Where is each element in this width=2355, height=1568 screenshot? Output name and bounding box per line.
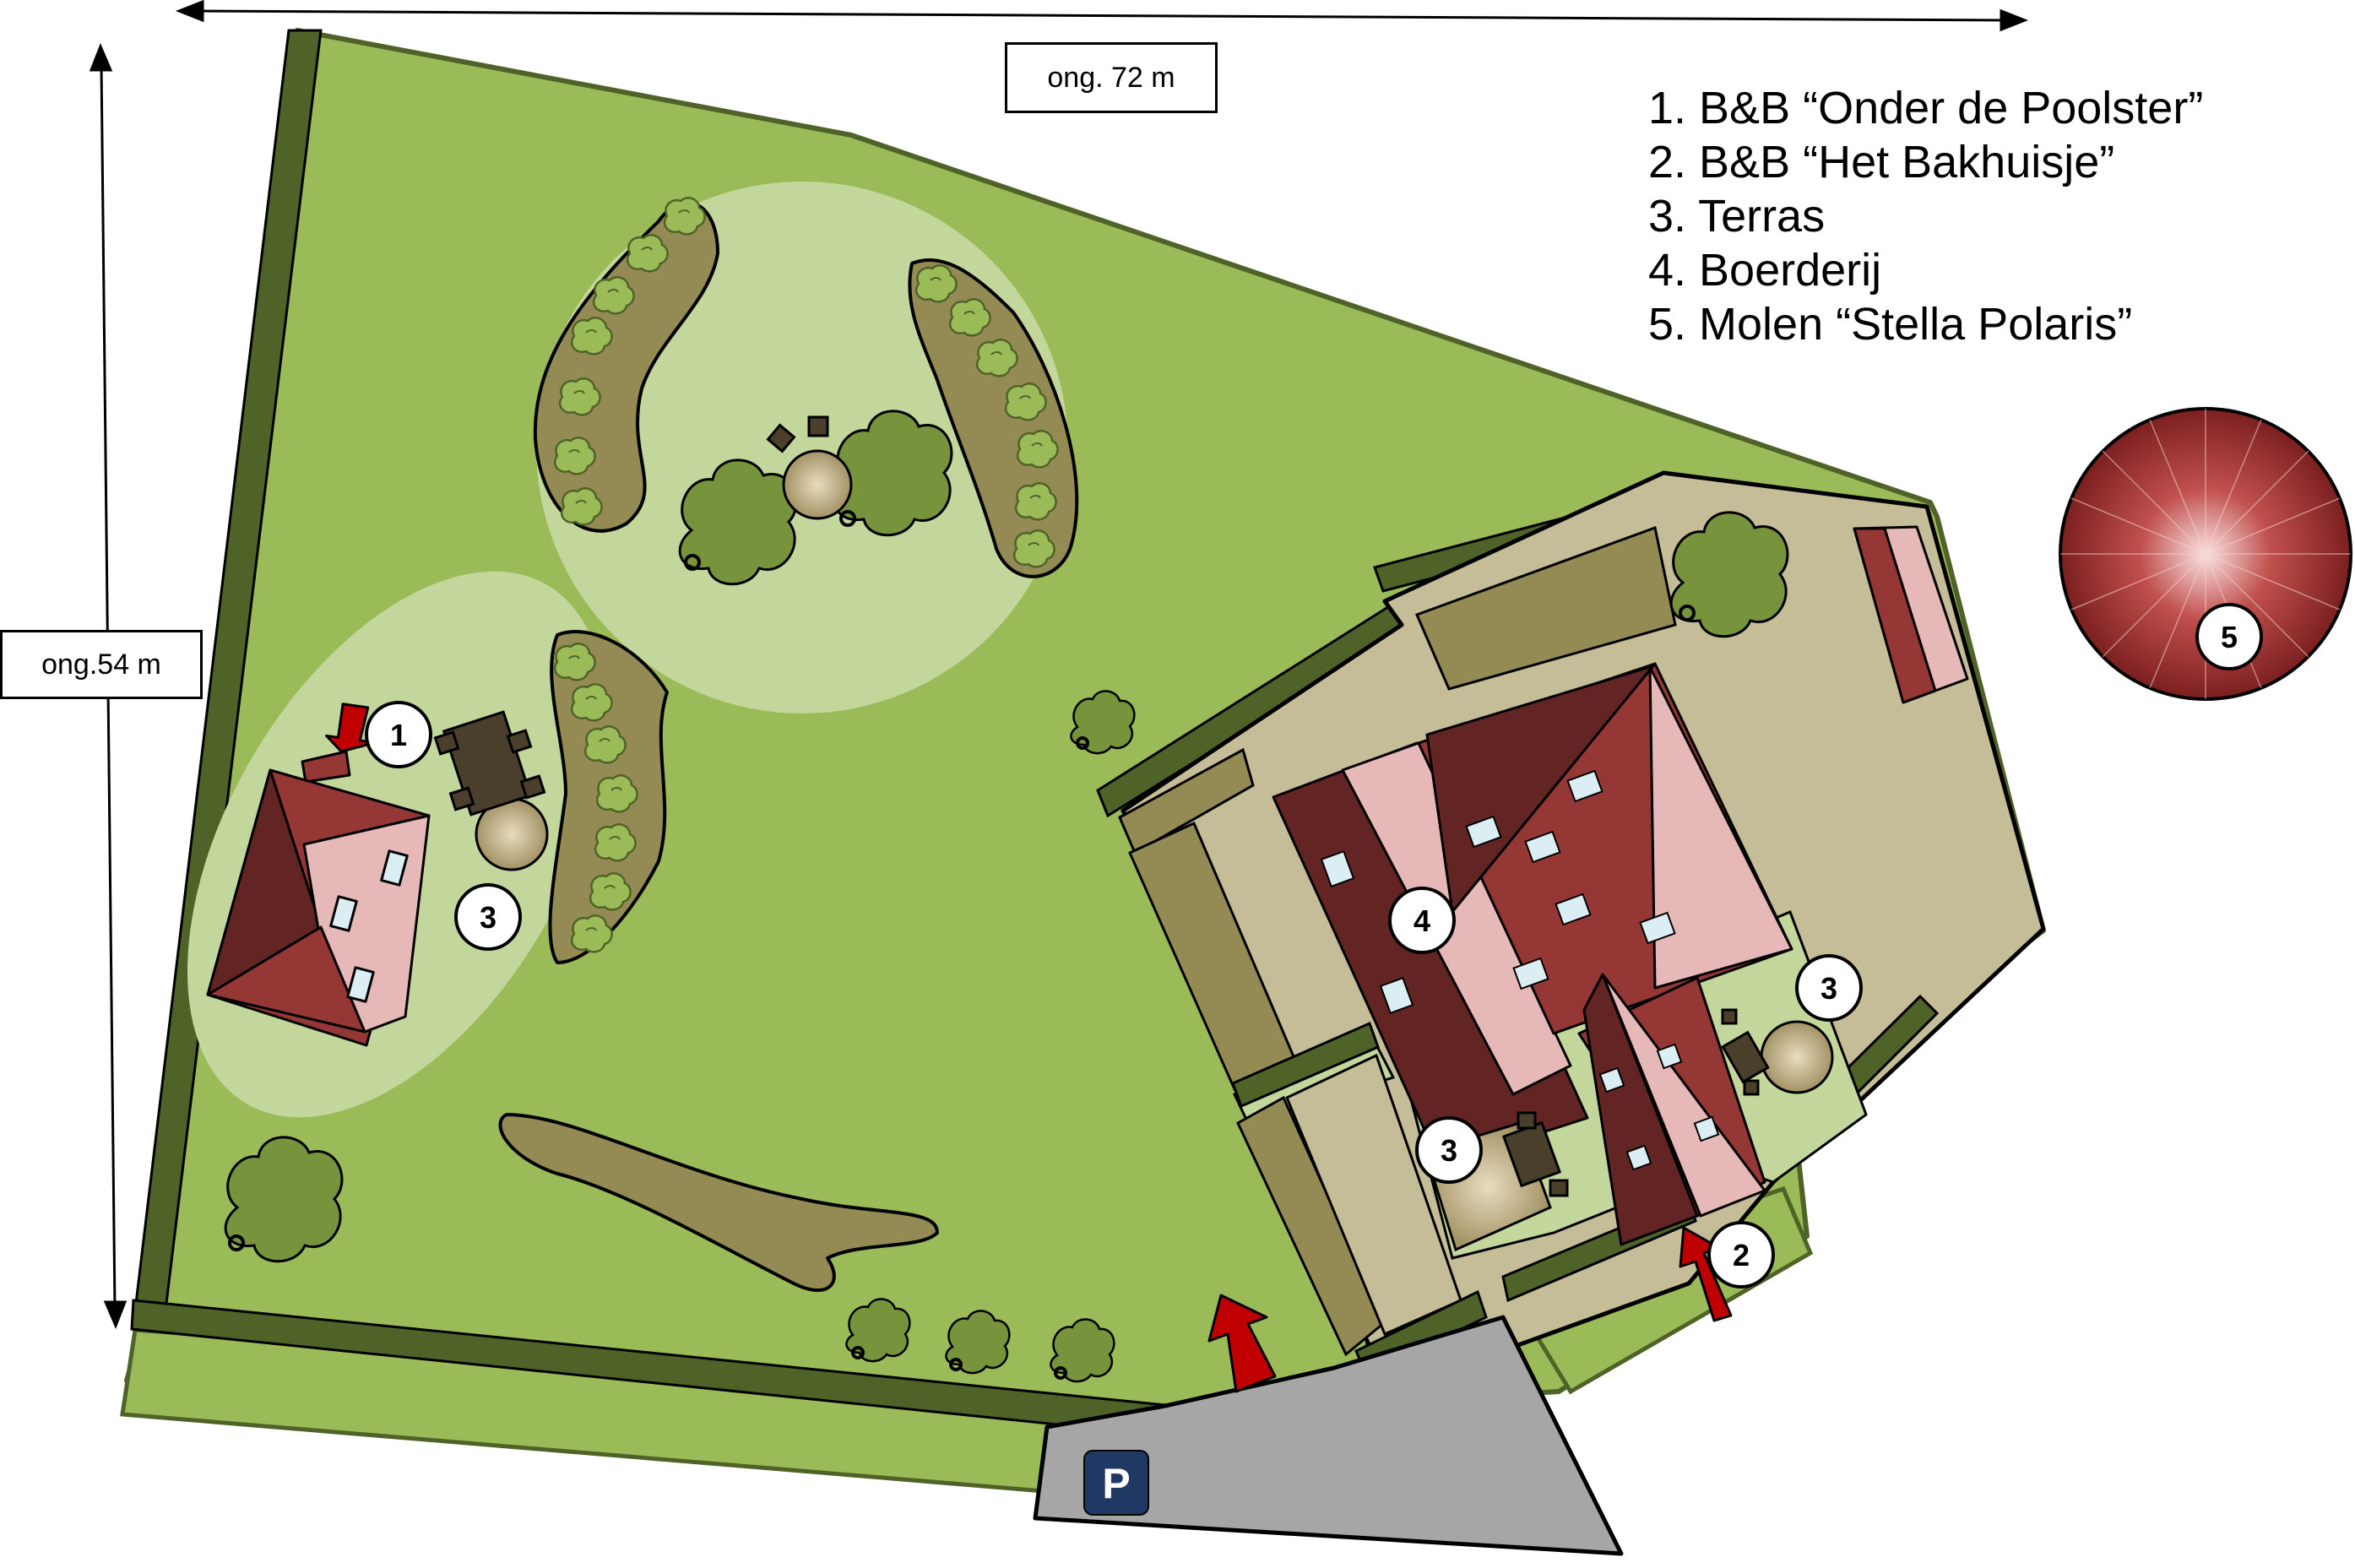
hedges [130,29,1663,1437]
legend: 1. B&B “Onder de Poolster” 2. B&B “Het B… [1648,81,2203,351]
farm-buildings [1272,525,1969,1246]
marker-terras-b: 3 [1795,954,1863,1022]
height-dimension-label: ong.54 m [0,630,203,699]
marker-bnb1-label: 1 [390,718,407,752]
bnb-onder-de-poolster-building [206,750,431,1047]
marker-bnb2-label: 2 [1733,1238,1750,1272]
legend-item-bnb-het-bakhuisje: 2. B&B “Het Bakhuisje” [1648,137,2115,187]
entrance-arrows [325,703,1733,1393]
marker-terras-b-label: 3 [1821,971,1837,1006]
legend-item-bnb-onder-de-poolster: 1. B&B “Onder de Poolster” [1648,83,2204,133]
width-dimension-arrow [175,0,2029,32]
farm-windows [1320,769,1720,1171]
parking-area [1033,1315,1624,1556]
terraces [433,415,1834,1252]
parking-label: P [1102,1460,1130,1507]
parking-sign [1083,1450,1149,1516]
legend-item-terras: 3. Terras [1648,191,1826,241]
marker-terras-a-label: 3 [480,900,497,935]
legend-item-molen-stella-polaris: 5. Molen “Stella Polaris” [1648,299,2133,350]
marker-bnb2: 2 [1707,1221,1775,1289]
marker-mill: 5 [2195,603,2263,670]
marker-bnb1: 1 [365,701,432,768]
marker-terras-c-label: 3 [1441,1133,1457,1168]
width-dimension-label: ong. 72 m [1005,42,1218,113]
marker-mill-label: 5 [2221,620,2238,654]
marker-farm: 4 [1388,887,1456,954]
legend-item-boerderij: 4. Boerderij [1648,245,1882,296]
tree-trunks [228,510,1696,1380]
marker-terras-c: 3 [1415,1116,1483,1184]
windmill-stella-polaris [2059,407,2352,701]
marker-farm-label: 4 [1414,903,1430,938]
marker-terras-a: 3 [454,883,522,951]
